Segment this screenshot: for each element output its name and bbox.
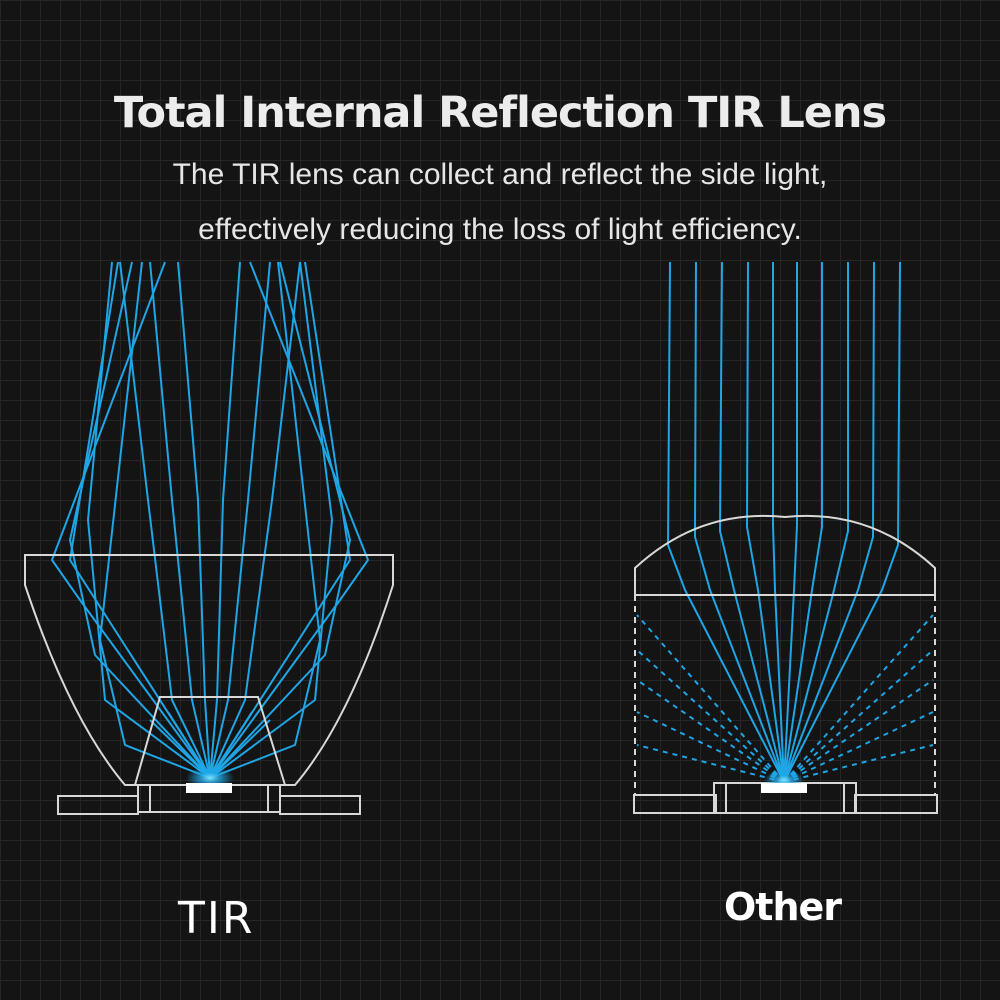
other-light-rays <box>667 261 901 783</box>
tir-lens-body <box>24 554 394 786</box>
tir-label: TIR <box>178 893 255 944</box>
page-title: Total Internal Reflection TIR Lens <box>113 88 887 138</box>
other-lens-outline <box>633 514 938 814</box>
subtitle-line-1: The TIR lens can collect and reflect the… <box>172 158 828 191</box>
subtitle-line-2: effectively reducing the loss of light e… <box>198 213 802 246</box>
other-label: Other <box>724 885 842 929</box>
tir-light-rays <box>51 261 369 779</box>
tir-led-chip <box>186 783 232 793</box>
tir-lens-outline <box>24 554 394 815</box>
other-lost-side-light <box>636 614 934 783</box>
other-led-chip <box>761 783 807 793</box>
other-dome-lens <box>634 514 936 596</box>
tir-center-cup <box>134 696 286 786</box>
tir-diagram <box>24 261 394 815</box>
other-base-right <box>854 794 938 814</box>
tir-base-right <box>279 795 361 815</box>
other-diagram <box>633 261 938 814</box>
tir-base-left <box>57 795 139 815</box>
other-base-left <box>633 794 717 814</box>
